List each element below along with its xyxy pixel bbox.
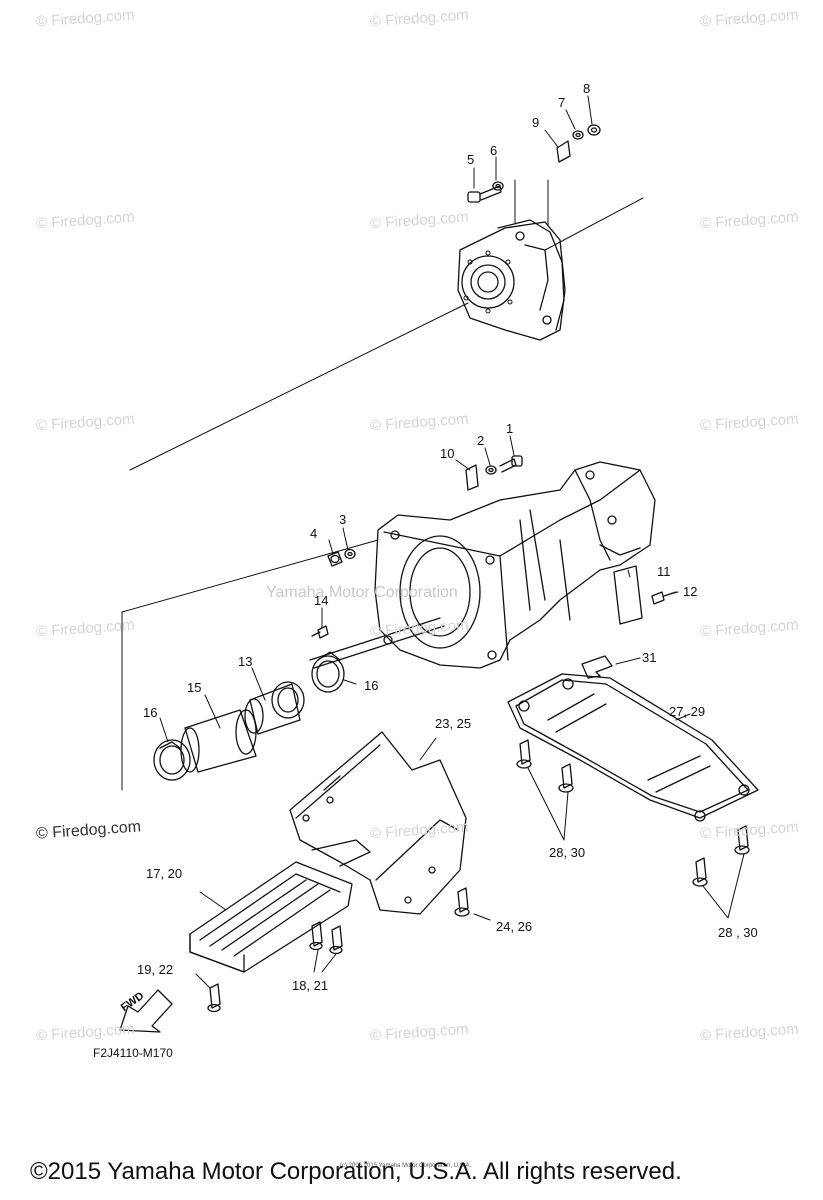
callout-12: 12 <box>683 584 698 599</box>
callout-28-30-right: 28 , 30 <box>718 925 758 940</box>
screw-24-26 <box>454 887 491 921</box>
grate-cover-23-25 <box>289 731 467 915</box>
callout-11: 11 <box>657 564 671 579</box>
callout-15: 15 <box>187 680 202 695</box>
callout-13: 13 <box>238 654 253 669</box>
callout-6: 6 <box>490 143 498 158</box>
callout-18-21: 18, 21 <box>292 978 329 993</box>
screws-28-30 <box>516 739 750 919</box>
screws-18-21 <box>309 921 343 973</box>
fwd-arrow-icon <box>119 989 173 1033</box>
callout-17-20: 17, 20 <box>146 866 183 881</box>
upper-housing <box>457 219 566 341</box>
center-watermark: Yamaha Motor Corporation <box>266 584 458 601</box>
lower-left-leaders <box>159 435 679 743</box>
callout-14: 14 <box>314 593 329 608</box>
callout-9: 9 <box>532 115 540 130</box>
nut-4-washer-3 <box>327 548 356 567</box>
bolt-1-washer-2-plate-10 <box>465 455 523 491</box>
callout-10: 10 <box>440 446 455 461</box>
clamps-hose-sleeve <box>153 651 345 781</box>
callout-5: 5 <box>467 152 475 167</box>
copyright-notice: ©2015 Yamaha Motor Corporation, U.S.A. A… <box>30 1158 682 1185</box>
callout-1: 1 <box>506 421 514 436</box>
screw-19-22 <box>195 973 221 1013</box>
callout-28-30-middle: 28, 30 <box>549 845 586 860</box>
bolt-5-washer-6 <box>467 181 504 203</box>
callout-16-left: 16 <box>143 705 158 720</box>
jet-pump-housing <box>374 461 656 669</box>
callout-4: 4 <box>310 526 318 541</box>
intake-grate-17-20 <box>189 839 371 973</box>
clip-31 <box>581 655 641 679</box>
tiny-notice: (c) 2005 2015 Yamaha Motor Corporation, … <box>340 1163 472 1169</box>
upper-leaders <box>473 95 593 189</box>
callout-31: 31 <box>642 650 657 665</box>
figure-code: F2J4110-M170 <box>93 1046 173 1060</box>
lower-frame-lines <box>121 539 379 791</box>
callout-23-25: 23, 25 <box>435 716 472 731</box>
upper-frame-lines <box>129 179 644 471</box>
callout-8: 8 <box>583 81 591 96</box>
screw-14 <box>311 625 329 639</box>
callout-7: 7 <box>558 95 566 110</box>
callout-2: 2 <box>477 433 485 448</box>
callout-19-22: 19, 22 <box>137 962 174 977</box>
callout-16-right: 16 <box>364 678 379 693</box>
parts-7-8-9 <box>556 124 601 163</box>
callout-24-26: 24, 26 <box>496 919 533 934</box>
plate-27-29 <box>507 673 759 822</box>
callout-27-29: 27, 29 <box>669 704 706 719</box>
callout-3: 3 <box>339 512 347 527</box>
